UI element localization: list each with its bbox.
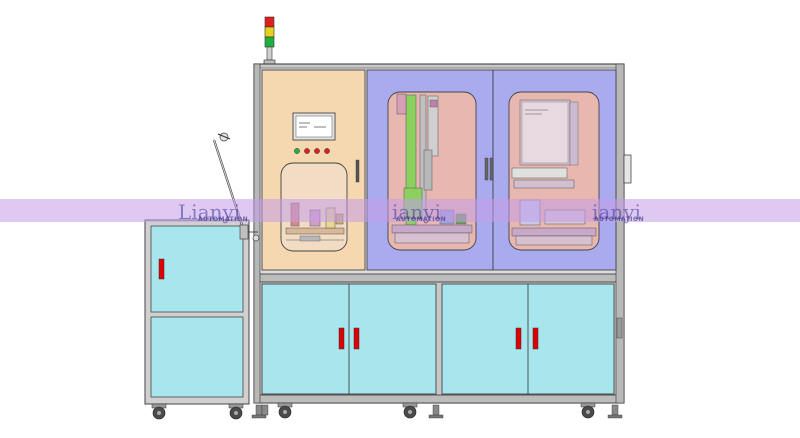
caster-wheel-icon [402,402,418,419]
watermark-band: Lianyi AUTOMATION ianyi AUTOMATION ianyi… [0,199,800,224]
caster-wheel-icon [228,403,244,420]
watermark-brand-left: Lianyi [178,200,240,224]
watermark-tagline-left: AUTOMATION [198,216,248,223]
watermark-tagline-middle: AUTOMATION [396,216,446,223]
watermark-brand-right: ianyi [592,200,641,224]
signal-tower-icon [263,16,276,65]
caster-wheels [151,402,623,420]
caster-wheel-icon [151,403,167,420]
swing-arm [212,132,260,242]
right-access-doors [366,69,617,271]
caster-wheel-icon [277,402,293,419]
door-handle-icon [158,258,165,280]
hmi-touchscreen-icon [292,112,336,141]
door-handle-icon [532,327,539,350]
left-access-door [261,69,366,271]
door-handle-icon [515,327,522,350]
watermark-tagline-right: AUTOMATION [594,216,644,223]
door-handle-icon [338,327,345,350]
door-handle-icon [353,327,360,350]
watermark-brand-middle: ianyi [392,200,441,224]
push-button-row [294,148,330,154]
caster-wheel-icon [580,402,596,419]
side-cabinet [144,132,260,405]
right-window-mechanism [511,99,597,246]
lower-cabinets [261,283,623,395]
